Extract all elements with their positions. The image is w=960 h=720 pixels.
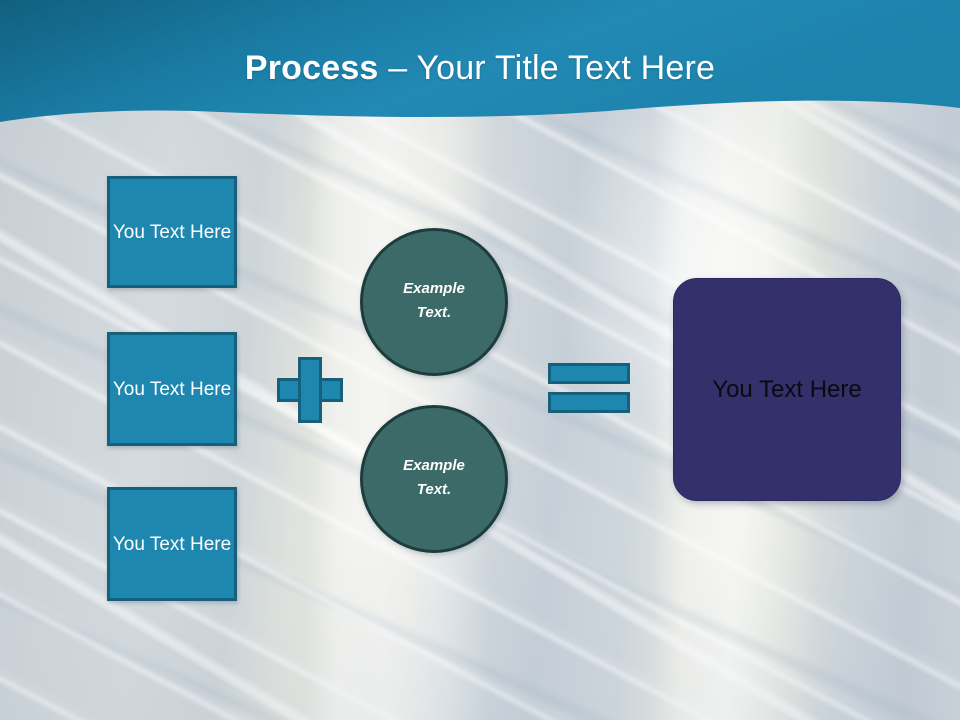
result-box-label: You Text Here xyxy=(712,375,862,403)
page-title: Process – Your Title Text Here xyxy=(0,48,960,88)
input-box-1[interactable]: You Text Here xyxy=(107,176,237,288)
example-circle-1-line2: Text. xyxy=(416,304,452,321)
page-title-rest: – Your Title Text Here xyxy=(378,49,716,87)
example-circle-2-label: Example Text. xyxy=(403,455,465,503)
page-title-strong: Process xyxy=(244,49,379,87)
result-box[interactable]: You Text Here xyxy=(673,278,901,501)
input-box-3-label: You Text Here xyxy=(112,533,232,555)
example-circle-2-line1: Example xyxy=(403,457,465,474)
input-box-3[interactable]: You Text Here xyxy=(107,487,237,601)
example-circle-1[interactable]: Example Text. xyxy=(360,228,508,376)
example-circle-1-line1: Example xyxy=(403,280,465,297)
example-circle-2[interactable]: Example Text. xyxy=(360,405,508,553)
equals-icon-top-bar xyxy=(548,363,630,384)
example-circle-1-label: Example Text. xyxy=(403,278,465,326)
plus-icon xyxy=(277,357,343,423)
input-box-2[interactable]: You Text Here xyxy=(107,332,237,446)
equals-icon-bottom-bar xyxy=(548,392,630,413)
equals-icon xyxy=(548,363,630,413)
example-circle-2-line2: Text. xyxy=(416,481,452,498)
input-box-2-label: You Text Here xyxy=(112,378,232,400)
input-box-1-label: You Text Here xyxy=(112,221,232,243)
plus-icon-center xyxy=(301,381,319,399)
title-banner: Process – Your Title Text Here xyxy=(0,0,960,135)
